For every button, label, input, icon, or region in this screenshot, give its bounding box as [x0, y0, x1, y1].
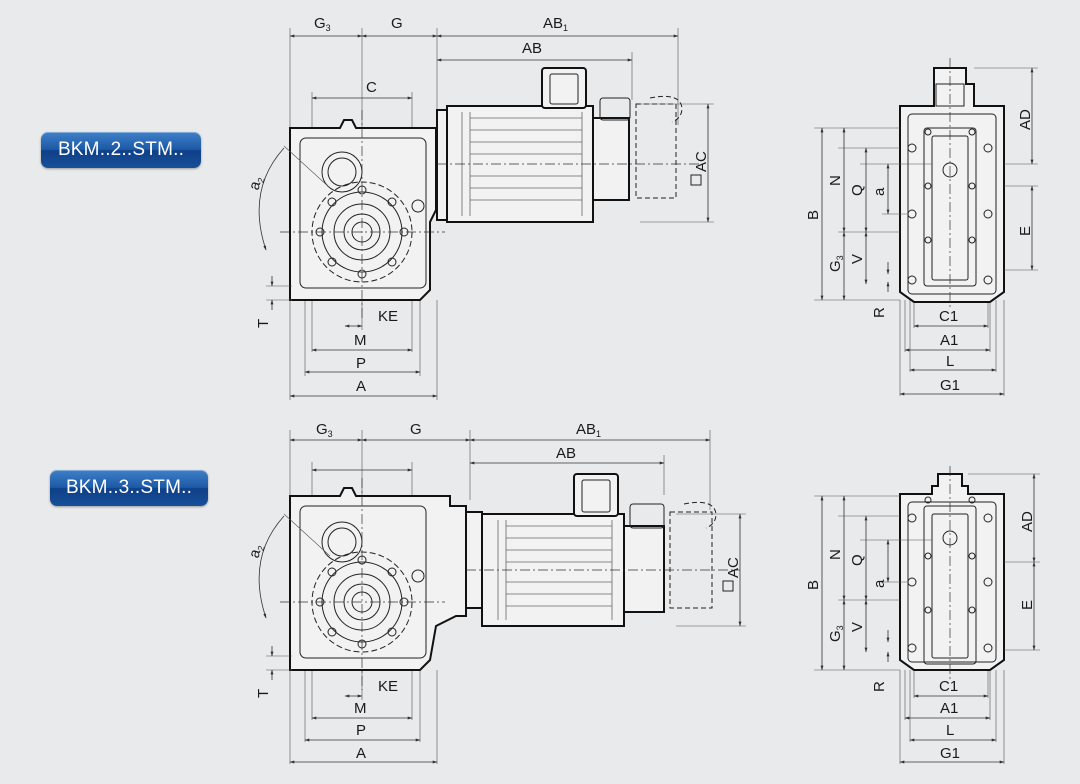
label-l: L — [946, 353, 954, 370]
square-symbol-icon — [690, 174, 702, 186]
model-badge-bkm2-stm: BKM..2..STM.. — [41, 132, 201, 168]
label-t-b: T — [255, 689, 272, 698]
label-e: E — [1017, 226, 1034, 236]
label-r: R — [871, 307, 888, 318]
label-ab-b: AB — [556, 445, 576, 462]
label-a1: A1 — [940, 332, 958, 349]
label-v: V — [849, 254, 866, 264]
label-p-b: P — [356, 722, 366, 739]
label-n: N — [827, 175, 844, 186]
label-v-b: V — [849, 622, 866, 632]
label-a-small-b: a — [871, 579, 888, 588]
label-a-b: A — [356, 745, 366, 762]
label-ab1-b: AB1 — [576, 421, 601, 439]
label-m-b: M — [354, 700, 367, 717]
label-g1: G1 — [940, 377, 960, 394]
label-q-b: Q — [849, 554, 866, 566]
label-a2-b: a2 — [246, 543, 267, 561]
label-b-b: B — [805, 580, 822, 590]
label-l-b: L — [946, 722, 954, 739]
label-ke-b: KE — [378, 678, 398, 695]
label-m: M — [354, 332, 367, 349]
label-ac-b: AC — [725, 557, 742, 578]
label-q: Q — [849, 184, 866, 196]
label-ac: AC — [693, 151, 710, 172]
label-g3-side-b: G3 — [827, 625, 845, 642]
label-n-b: N — [827, 549, 844, 560]
label-g3: G3 — [314, 15, 331, 33]
front-view-bottom: G3 G AB1 AB a2 AC T KE M P A — [246, 421, 746, 764]
label-g3-side: G3 — [827, 255, 845, 272]
label-c: C — [366, 79, 377, 96]
square-symbol-icon-b — [722, 580, 734, 592]
label-g1-b: G1 — [940, 745, 960, 762]
label-c1-b: C1 — [939, 678, 958, 695]
label-ab: AB — [522, 40, 542, 57]
label-a-small: a — [871, 187, 888, 196]
label-p: P — [356, 355, 366, 372]
label-ad-b: AD — [1019, 511, 1036, 532]
model-badge-bkm3-stm: BKM..3..STM.. — [50, 470, 208, 506]
label-a: A — [356, 378, 366, 395]
label-ab1: AB1 — [543, 15, 568, 33]
label-g: G — [391, 15, 403, 32]
front-view-top: G3 G AB1 AB C a2 AC T KE M P A — [246, 15, 714, 400]
label-c1: C1 — [939, 308, 958, 325]
label-a2: a2 — [246, 175, 267, 193]
label-g3-b: G3 — [316, 421, 333, 439]
label-a1-b: A1 — [940, 700, 958, 717]
side-view-bottom: AD E B N Q a G3 V R C1 A1 L G1 — [805, 466, 1040, 764]
side-view-top: AD E B N Q a G3 V R C1 A1 L G1 — [805, 58, 1038, 396]
label-t: T — [255, 319, 272, 328]
label-ke: KE — [378, 308, 398, 325]
label-ad: AD — [1017, 109, 1034, 130]
label-b: B — [805, 210, 822, 220]
label-g-b: G — [410, 421, 422, 438]
label-r-b: R — [871, 681, 888, 692]
label-e-b: E — [1019, 600, 1036, 610]
